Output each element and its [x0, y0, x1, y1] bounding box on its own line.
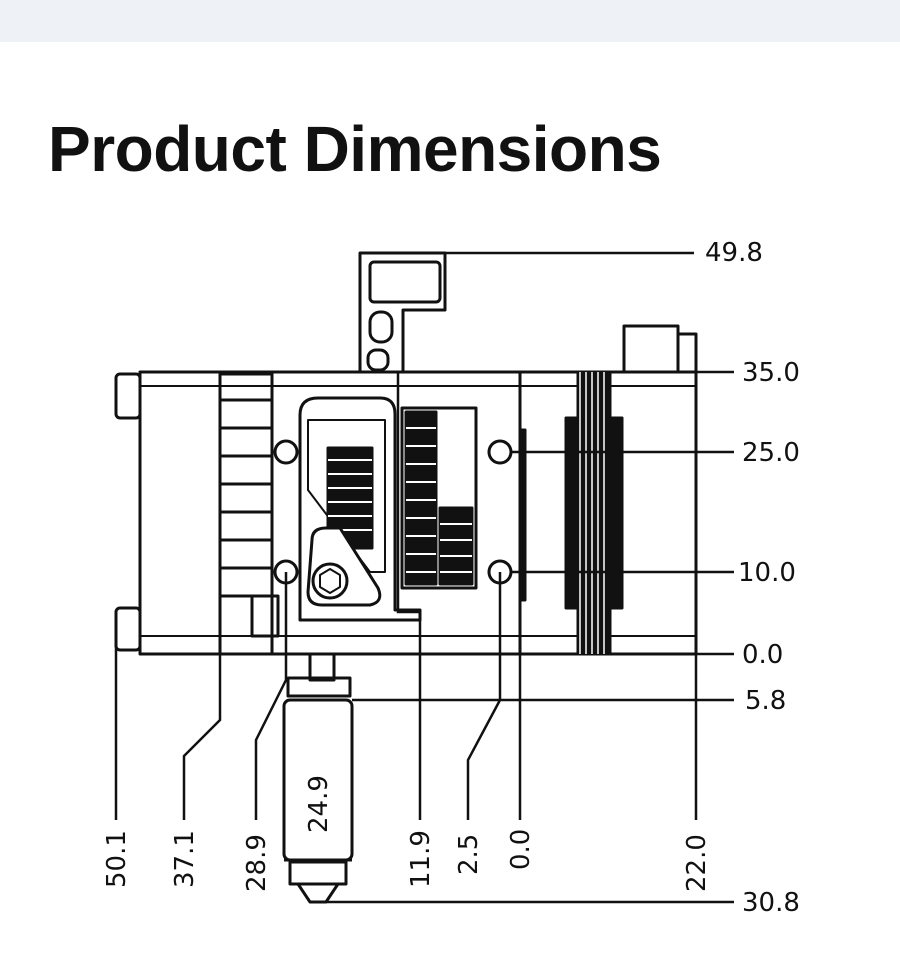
dim-label-28-9: 28.9 [242, 834, 272, 892]
dim-label-30-8: 30.8 [742, 888, 800, 918]
dim-label-50-1: 50.1 [102, 830, 132, 888]
dim-label-24-9: 24.9 [304, 775, 334, 833]
dim-label-10-0: 10.0 [738, 558, 796, 588]
dim-label-2-5: 2.5 [454, 834, 484, 875]
dim-label-5-8: 5.8 [745, 686, 786, 716]
top-band [0, 0, 900, 42]
dim-label-22-0: 22.0 [682, 834, 712, 892]
dim-label-0-0-right: 0.0 [742, 640, 783, 670]
connector-box [622, 324, 680, 374]
right-gear [400, 406, 478, 590]
dim-label-25-0: 25.0 [742, 438, 800, 468]
dim-label-0-0-bottom: 0.0 [506, 829, 536, 870]
motor-coupling [564, 370, 624, 656]
nozzle-assembly [282, 652, 354, 904]
lever-arm [358, 251, 447, 374]
dim-label-35-0: 35.0 [742, 358, 800, 388]
hex-screw-pocket [306, 526, 382, 607]
mount-hole-top-left [273, 439, 299, 465]
dim-label-49-8: 49.8 [705, 238, 763, 268]
left-top-screw [114, 372, 142, 420]
left-fin-column [218, 372, 280, 656]
left-bottom-screw [114, 606, 142, 652]
hex-screw [311, 562, 349, 600]
dim-label-37-1: 37.1 [170, 830, 200, 888]
page-title: Product Dimensions [48, 113, 662, 185]
dimension-lines [114, 251, 734, 904]
dim-label-11-9: 11.9 [406, 830, 436, 888]
